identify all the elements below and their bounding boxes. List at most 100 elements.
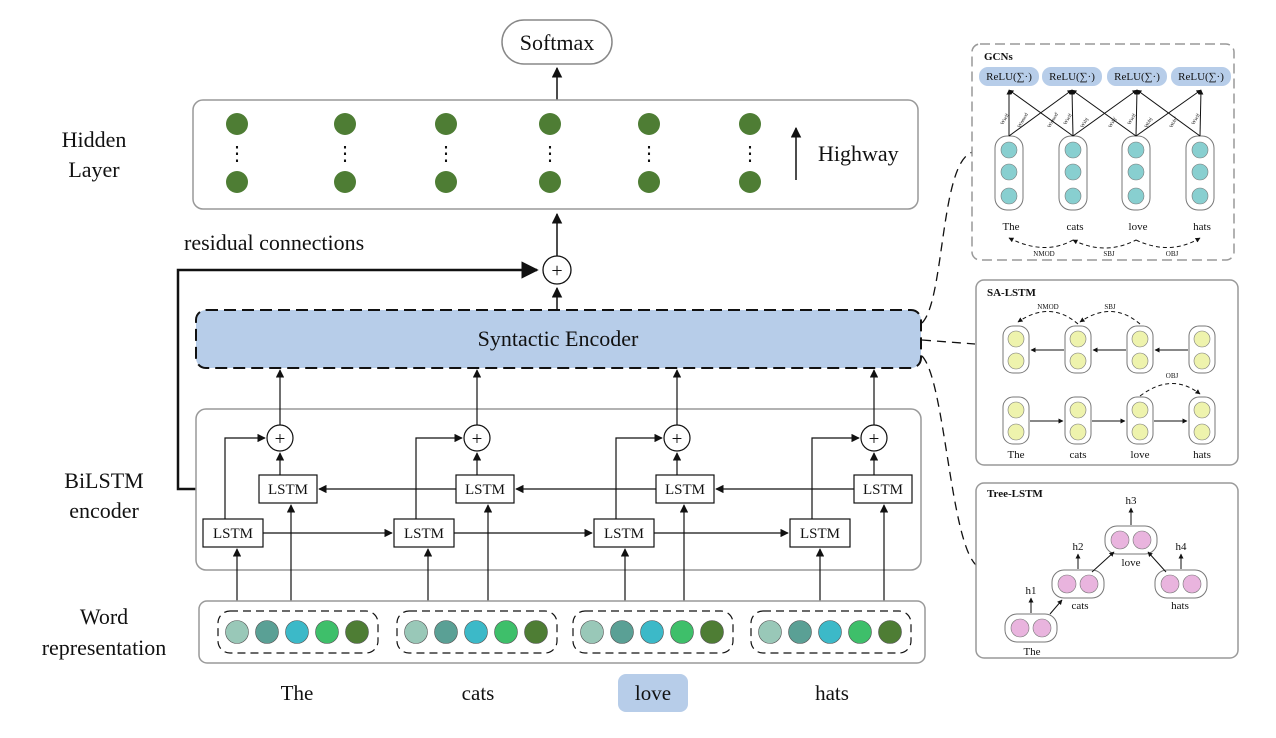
salstm-unit [1131,330,1149,348]
embedding-unit [315,620,339,644]
embedding-unit [524,620,548,644]
lstm-backward-label: LSTM [465,482,505,498]
connector-treelstm [921,355,977,566]
gcn-weight-label: Wself [1191,113,1201,126]
gcn-title: GCNs [984,51,1013,63]
salstm-unit [1007,352,1025,370]
salstm-unit [1007,330,1025,348]
tree-hidden-label: h3 [1126,495,1138,507]
tree-unit [1057,574,1077,594]
hidden-node [739,171,761,193]
lstm-forward-label: LSTM [404,526,444,542]
embedding-unit [345,620,369,644]
embedding-unit [640,620,664,644]
word-vector-groups [217,610,912,654]
gcn-unit [1000,141,1018,159]
relu-node [979,67,1039,86]
gcn-panel [971,43,1235,261]
relu-label: ReLU(∑·) [1178,71,1224,83]
gcn-arc-nmod [1008,237,1074,249]
tree-unit [1010,618,1030,638]
word-representation-box [198,600,926,664]
gcn-edge [1136,89,1201,137]
gcn-unit [1191,141,1209,159]
embedding-unit [610,620,634,644]
lstm-backward-label: LSTM [863,482,903,498]
relu-label: ReLU(∑·) [1049,71,1095,83]
tree-word: hats [1171,600,1189,612]
tree-unit [1160,574,1180,594]
tree-unit [1110,530,1130,550]
embedding-unit [848,620,872,644]
embedding-unit [700,620,724,644]
residual-connection-line [176,261,539,491]
gcn-weight-label: Wsbj [1080,117,1090,129]
sum-node-plus: + [869,429,880,450]
tree-edge [1091,551,1115,573]
hidden-ellipsis: ⋮ [540,143,560,165]
lstm-forward-label: LSTM [800,526,840,542]
gcn-weight-label: Wself [1063,113,1073,126]
input-word: The [281,681,314,705]
gcn-edge [1072,89,1138,137]
gcn-word: cats [1066,221,1083,233]
hidden-ellipsis: ⋮ [436,143,456,165]
hidden-layer-box [192,99,919,210]
salstm-unit [1131,352,1149,370]
sum-node-plus: + [472,429,483,450]
salstm-arc-obj [1139,383,1201,397]
lstm-backward-label: LSTM [268,482,308,498]
tree-hidden-label: h4 [1176,541,1188,553]
salstm-title: SA-LSTM [987,287,1037,299]
bilstm-label-line1: BiLSTM [64,468,143,493]
residual-label: residual connections [184,230,364,255]
tree-hidden-label: h2 [1073,541,1084,553]
lstm-backward-cell [455,474,515,504]
gcn-unit [1191,163,1209,181]
hidden-node [435,113,457,135]
tree-word: love [1122,557,1141,569]
lstm-forward-cell [393,518,455,548]
gcn-unit [1000,163,1018,181]
tree-word: The [1023,646,1040,658]
tree-unit [1079,574,1099,594]
hidden-node [539,171,561,193]
embedding-unit [225,620,249,644]
softmax-label: Softmax [520,30,595,55]
embedding-unit [758,620,782,644]
lstm-backward-cell [258,474,318,504]
hidden-ellipsis: ⋮ [639,143,659,165]
embedding-unit [580,620,604,644]
gcn-weight-label: Wself [1000,113,1010,126]
salstm-word: The [1007,449,1024,461]
gcn-weight-label: Wsbj' [1108,116,1118,129]
hidden-ellipsis: ⋮ [227,143,247,165]
hidden-node [334,113,356,135]
embedding-unit [878,620,902,644]
tree-edge [1147,551,1167,573]
salstm-arc-label: OBJ [1166,372,1179,380]
salstm-arc-nmod [1017,311,1079,325]
gcn-unit [1064,187,1082,205]
gcn-unit [1000,187,1018,205]
gcn-unit [1064,163,1082,181]
hidden-ellipsis: ⋮ [335,143,355,165]
hidden-node [226,113,248,135]
salstm-arc-sbj [1079,311,1141,325]
sum-node-plus: + [275,429,286,450]
gcn-edge [1008,89,1074,137]
treelstm-title: Tree-LSTM [987,488,1043,500]
gcn-unit [1127,141,1145,159]
relu-node [1107,67,1167,86]
salstm-arc-label: NMOD [1037,303,1058,311]
hidden-layer-label-line2: Layer [68,157,120,182]
salstm-unit [1193,423,1211,441]
embedding-unit [670,620,694,644]
hidden-node [334,171,356,193]
gcn-edge [1071,89,1137,137]
syntactic-encoder [195,309,922,369]
salstm-unit [1069,401,1087,419]
